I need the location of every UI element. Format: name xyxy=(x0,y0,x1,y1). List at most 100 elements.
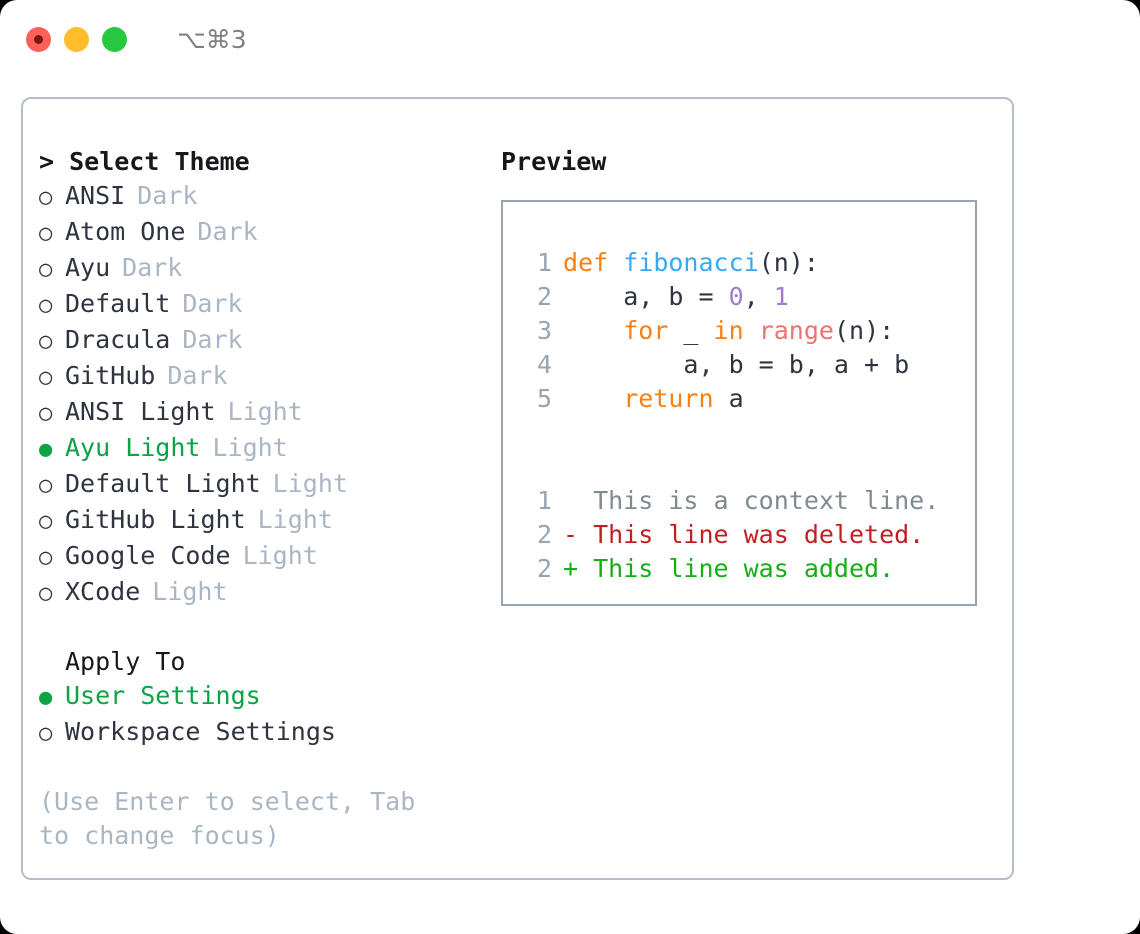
theme-option-label: Default Light xyxy=(65,469,261,498)
code-line: 1 def fibonacci(n): xyxy=(503,246,975,280)
line-number: 3 xyxy=(536,316,552,345)
radio-unselected-icon[interactable]: ○ xyxy=(39,509,53,534)
radio-unselected-icon[interactable]: ○ xyxy=(39,721,53,746)
diff-sample: 1 This is a context line.2- This line wa… xyxy=(503,484,975,586)
theme-option-label: Default xyxy=(65,289,171,318)
theme-option-label: Dracula xyxy=(65,325,171,354)
theme-option-label: XCode xyxy=(65,577,141,606)
code-token: 1 xyxy=(773,282,789,311)
theme-option-default[interactable]: ○ Default Dark xyxy=(39,287,509,323)
theme-variant-tag: Light xyxy=(212,433,288,462)
maximize-button[interactable] xyxy=(102,26,127,52)
theme-option-label: GitHub Light xyxy=(65,505,246,534)
apply-to-option-list[interactable]: ● User Settings ○Workspace Settings xyxy=(39,679,509,751)
code-token: for xyxy=(623,316,669,345)
theme-variant-tag: Dark xyxy=(182,289,243,318)
code-token: a, b = xyxy=(563,282,729,311)
code-token xyxy=(563,384,623,413)
theme-option-label: Ayu xyxy=(65,253,111,282)
theme-option-label: Atom One xyxy=(65,217,186,246)
apply-to-option-label: User Settings xyxy=(65,681,261,710)
theme-option-ayu[interactable]: ○ Ayu Dark xyxy=(39,251,509,287)
radio-unselected-icon[interactable]: ○ xyxy=(39,185,53,210)
theme-variant-tag: Dark xyxy=(197,217,258,246)
diff-line: 2 - This line was deleted. xyxy=(503,518,975,552)
radio-selected-icon[interactable]: ● xyxy=(39,437,53,462)
radio-unselected-icon[interactable]: ○ xyxy=(39,473,53,498)
select-theme-heading: > Select Theme xyxy=(39,147,250,176)
theme-option-github-light[interactable]: ○ GitHub Light Light xyxy=(39,503,509,539)
code-token: return xyxy=(623,384,714,413)
code-text: return a xyxy=(563,382,744,416)
code-token xyxy=(744,316,759,345)
code-token: fibonacci xyxy=(623,248,759,277)
code-token: (n): xyxy=(833,316,895,345)
theme-variant-tag: Dark xyxy=(182,325,243,354)
title-bar: ⌥⌘3 xyxy=(0,0,1140,78)
radio-selected-icon[interactable]: ● xyxy=(39,685,53,710)
theme-option-xcode[interactable]: ○ XCode Light xyxy=(39,575,509,611)
code-token: a xyxy=(713,384,744,413)
radio-unselected-icon[interactable]: ○ xyxy=(39,329,53,354)
radio-unselected-icon[interactable]: ○ xyxy=(39,221,53,246)
code-text: a, b = 0, 1 xyxy=(563,280,789,314)
code-text: a, b = b, a + b xyxy=(563,348,909,382)
theme-variant-tag: Light xyxy=(272,469,348,498)
code-text: for _ in range(n): xyxy=(563,314,894,348)
apply-to-heading: Apply To xyxy=(65,647,186,676)
line-number: 2 xyxy=(536,520,552,549)
spacer xyxy=(39,751,509,785)
preview-heading: Preview xyxy=(501,147,607,176)
theme-variant-tag: Light xyxy=(227,397,303,426)
theme-variant-tag: Light xyxy=(242,541,318,570)
minimize-button[interactable] xyxy=(64,26,89,52)
diff-text: + This line was added. xyxy=(563,554,895,583)
diff-text: - This line was deleted. xyxy=(563,520,925,549)
radio-unselected-icon[interactable]: ○ xyxy=(39,365,53,390)
diff-line: 2 + This line was added. xyxy=(503,552,975,586)
theme-option-label: GitHub xyxy=(65,361,156,390)
theme-variant-tag: Light xyxy=(152,577,228,606)
theme-option-default-light[interactable]: ○ Default Light Light xyxy=(39,467,509,503)
line-number: 2 xyxy=(536,554,552,583)
diff-line: 1 This is a context line. xyxy=(503,484,975,518)
window-controls xyxy=(26,26,127,52)
keyboard-shortcut-label: ⌥⌘3 xyxy=(177,24,247,54)
radio-unselected-icon[interactable]: ○ xyxy=(39,401,53,426)
code-text: def fibonacci(n): xyxy=(563,246,819,280)
code-line: 2 a, b = 0, 1 xyxy=(503,280,975,314)
line-number: 4 xyxy=(536,350,552,379)
radio-unselected-icon[interactable]: ○ xyxy=(39,545,53,570)
theme-option-atom-one[interactable]: ○ Atom One Dark xyxy=(39,215,509,251)
code-token: 0 xyxy=(728,282,744,311)
close-button[interactable] xyxy=(26,26,51,52)
theme-variant-tag: Light xyxy=(257,505,333,534)
code-token: , xyxy=(743,282,774,311)
apply-to-option-workspace-settings[interactable]: ○Workspace Settings xyxy=(39,715,509,751)
line-number: 1 xyxy=(536,248,552,277)
code-token: in xyxy=(713,316,744,345)
code-token xyxy=(563,316,623,345)
code-token: _ xyxy=(668,316,714,345)
apply-to-option-user-settings[interactable]: ● User Settings xyxy=(39,679,509,715)
code-token: def xyxy=(563,248,624,277)
theme-option-dracula[interactable]: ○ Dracula Dark xyxy=(39,323,509,359)
radio-unselected-icon[interactable]: ○ xyxy=(39,293,53,318)
spacer xyxy=(503,416,975,450)
radio-unselected-icon[interactable]: ○ xyxy=(39,581,53,606)
code-line: 3 for _ in range(n): xyxy=(503,314,975,348)
code-line: 5 return a xyxy=(503,382,975,416)
theme-variant-tag: Dark xyxy=(122,253,183,282)
radio-unselected-icon[interactable]: ○ xyxy=(39,257,53,282)
